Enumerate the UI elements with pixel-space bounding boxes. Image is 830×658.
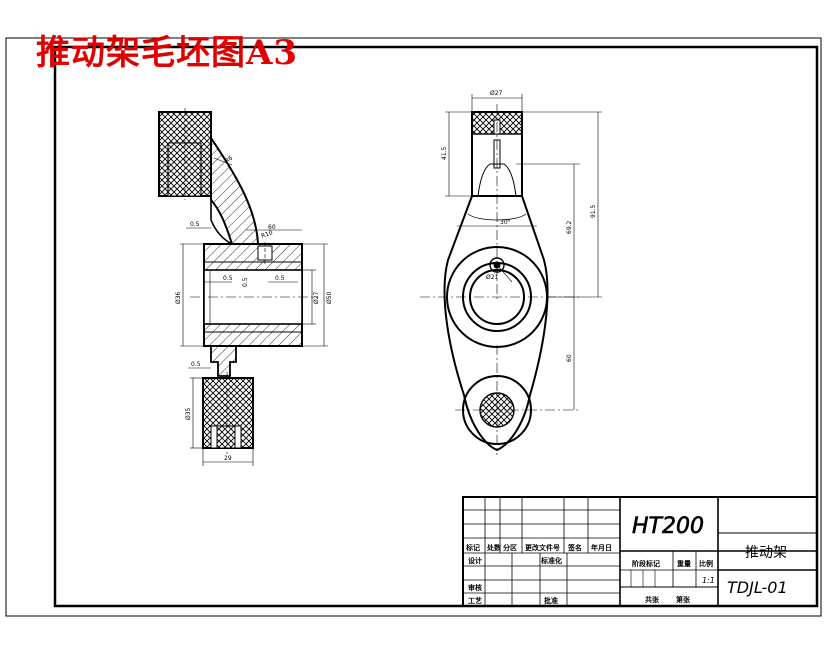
tb-review: 审核 bbox=[468, 583, 482, 592]
dim-label: 0.5 bbox=[275, 275, 285, 282]
dim-label: R6 bbox=[224, 155, 235, 165]
dim-label: 41.5 bbox=[441, 146, 448, 160]
dim-label: Ø36 bbox=[175, 291, 182, 304]
tb-material: HT200 bbox=[632, 514, 704, 539]
drawing-frame bbox=[53, 45, 819, 608]
title-block bbox=[462, 496, 818, 607]
tb-scale-value: 1:1 bbox=[702, 576, 715, 585]
tb-weight: 重量 bbox=[677, 559, 691, 568]
dim-label: 30° bbox=[500, 219, 511, 226]
tb-date: 年月日 bbox=[591, 543, 612, 552]
tb-design: 设计 bbox=[468, 556, 482, 565]
tb-stage-mark: 阶段标记 bbox=[632, 559, 660, 568]
tb-signature: 签名 bbox=[567, 543, 582, 552]
dim-label: 0.5 bbox=[223, 275, 233, 282]
outer-border bbox=[5, 37, 822, 617]
dim-label: 0.5 bbox=[242, 277, 249, 287]
dim-label: 0.5 bbox=[191, 361, 201, 368]
tb-process: 工艺 bbox=[468, 596, 482, 605]
front-view bbox=[420, 94, 602, 455]
rib-section bbox=[210, 134, 260, 245]
dim-label: 60 bbox=[566, 354, 573, 362]
tb-standardize: 标准化 bbox=[540, 556, 562, 565]
dim-label: Ø50 bbox=[326, 291, 333, 304]
dim-label: Ø27 bbox=[313, 291, 320, 304]
tb-mark: 标记 bbox=[465, 543, 480, 552]
drawing-title: 推动架毛坯图A3 bbox=[36, 33, 299, 73]
tb-drawing-no: TDJL-01 bbox=[727, 578, 788, 597]
tb-scale: 比例 bbox=[699, 559, 713, 568]
dim-label: 29 bbox=[224, 455, 232, 462]
dim-label: 69.2 bbox=[566, 220, 573, 234]
tb-zone: 分区 bbox=[503, 543, 517, 552]
dim-label: R10 bbox=[260, 229, 274, 240]
dim-label: Ø35 bbox=[185, 407, 192, 420]
dim-label: Ø27 bbox=[490, 90, 503, 97]
tb-sheet-no: 第张 bbox=[676, 595, 691, 604]
tb-part-name: 推动架 bbox=[745, 545, 787, 561]
dim-label: 0.5 bbox=[190, 221, 200, 228]
tb-approve: 批准 bbox=[544, 596, 558, 605]
tb-total-sheets: 共张 bbox=[645, 595, 660, 604]
dim-label: Ø21 bbox=[486, 274, 499, 281]
dim-label: 60 bbox=[268, 224, 276, 231]
tb-count: 处数 bbox=[486, 543, 502, 552]
dim-label: 91.5 bbox=[590, 204, 597, 218]
tb-change-doc: 更改文件号 bbox=[525, 543, 560, 552]
section-view bbox=[158, 108, 328, 466]
